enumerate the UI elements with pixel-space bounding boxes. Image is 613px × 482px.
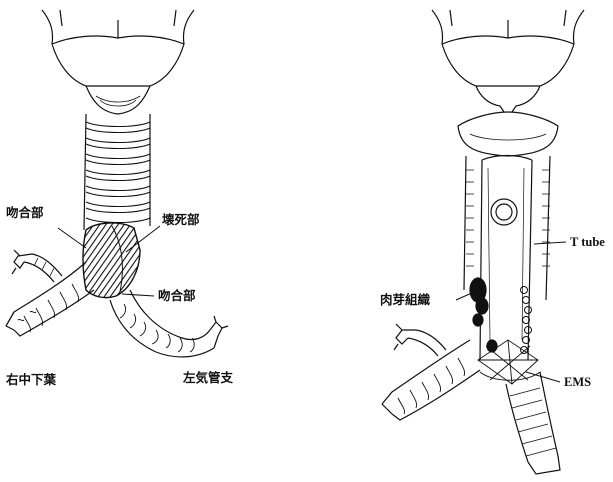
- leader-anastomosis-upper: [58, 228, 86, 248]
- right-left-bronchus: [506, 372, 560, 474]
- label-ems: EMS: [564, 376, 591, 389]
- leader-anastomosis-lower: [122, 294, 154, 296]
- label-right-lower-middle-lobe: 右中下葉: [6, 374, 56, 387]
- label-granulation: 肉芽組織: [380, 294, 430, 307]
- label-necrosis: 壊死部: [162, 214, 200, 227]
- left-larynx: [42, 10, 194, 114]
- necrosis-area: [83, 223, 140, 298]
- granulation-tissue: [470, 278, 497, 352]
- left-right-bronchus: [6, 250, 94, 336]
- label-left-main-bronchus: 左気管支: [183, 372, 233, 385]
- label-anastomosis-upper: 吻合部: [6, 207, 44, 220]
- left-figure: [6, 10, 228, 357]
- label-anastomosis-lower: 吻合部: [158, 290, 196, 303]
- right-right-bronchus: [382, 324, 480, 420]
- right-larynx: [432, 10, 584, 156]
- label-t-tube: T tube: [570, 236, 605, 249]
- ems-stent: [478, 340, 540, 384]
- left-trachea: [84, 114, 150, 230]
- right-figure: [382, 10, 584, 474]
